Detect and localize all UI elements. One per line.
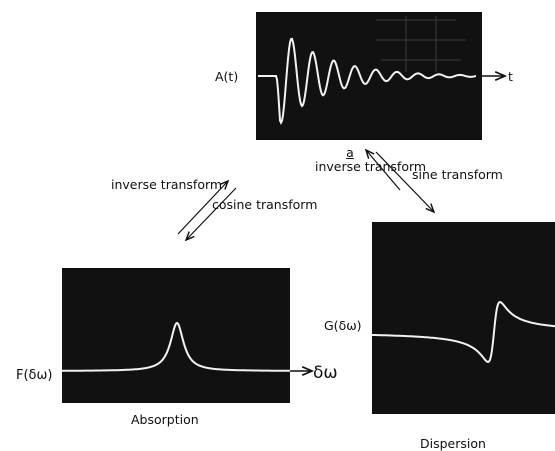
center-letter-a: a: [346, 145, 354, 160]
absorption-caption: Absorption: [131, 412, 199, 427]
cosine-transform-arrow: [186, 187, 237, 240]
signal-label-a-of-t: A(t): [215, 69, 239, 84]
left-inverse-transform-label: inverse transform: [111, 177, 223, 192]
time-domain-screen: [256, 12, 482, 140]
time-axis-label: t: [508, 69, 513, 84]
dispersion-screen: [372, 222, 555, 414]
fid-trace: [258, 16, 477, 126]
frequency-axis-label: δω: [313, 363, 338, 383]
left-cosine-transform-label: cosine transform: [212, 197, 318, 212]
inverse-transform-arrow-right: [366, 150, 401, 191]
absorption-screen: [62, 268, 290, 403]
sine-transform-arrow: [375, 151, 434, 212]
dispersion-trace: [372, 300, 555, 364]
sine-transform-label: sine transform: [412, 167, 503, 182]
signal-label-f: F(δω): [16, 368, 53, 383]
center-inverse-transform-label: inverse transform: [315, 159, 427, 174]
absorption-trace: [62, 321, 290, 372]
signal-label-g: G(δω): [324, 318, 362, 333]
inverse-transform-arrow-left: [177, 181, 228, 235]
dispersion-caption: Dispersion: [420, 436, 486, 451]
